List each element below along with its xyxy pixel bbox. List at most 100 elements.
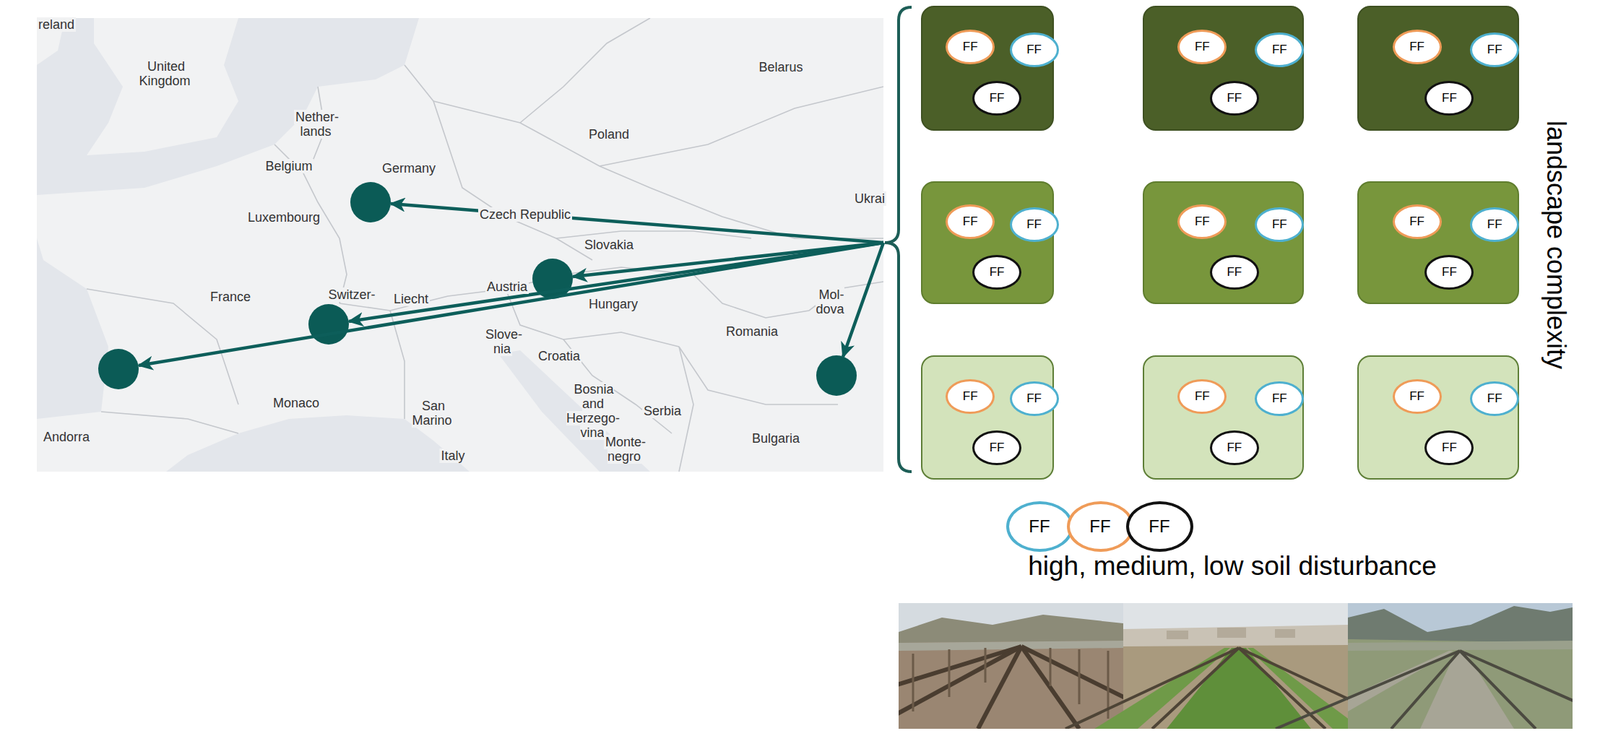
country-label: Poland (587, 127, 631, 142)
field-circle: FF (972, 80, 1022, 116)
country-name: Belgium (263, 158, 314, 174)
country-name: Italy (439, 448, 466, 464)
ff-label: FF (962, 214, 979, 229)
field-circle: FF (1392, 379, 1442, 414)
country-label: Bosnia and Herzego- vina (559, 382, 627, 440)
country-label: Liecht (392, 291, 430, 307)
field-circle: FF (972, 254, 1022, 290)
ff-label: FF (1026, 42, 1042, 58)
country-name: Monaco (271, 395, 321, 411)
field-circle: FF (945, 204, 995, 240)
country-label: Romania (724, 324, 780, 339)
country-name: Serbia (642, 403, 683, 419)
legend-circle: FF (1126, 501, 1194, 552)
axis-text: landscape complexity (1541, 120, 1572, 370)
ff-label: FF (1272, 217, 1288, 232)
ff-label: FF (1441, 265, 1457, 280)
country-label: Bulgaria (750, 431, 802, 446)
ff-label: FF (1089, 516, 1111, 537)
legend-circle: FF (1066, 501, 1135, 552)
landscape-box: FF FF FF (920, 181, 1054, 305)
country-label: Serbia (642, 403, 683, 419)
country-label: Belgium (263, 158, 314, 174)
country-label: Monaco (271, 395, 321, 411)
country-label: reland (36, 17, 76, 32)
country-label: Belarus (757, 59, 804, 75)
country-name: Slovakia (582, 237, 635, 253)
country-label: Nether- lands (292, 109, 341, 139)
field-circle: FF (1209, 254, 1260, 290)
ff-label: FF (1441, 440, 1457, 456)
country-name: Luxembourg (246, 210, 322, 225)
country-label: United Kingdom (132, 59, 198, 89)
ff-label: FF (1194, 214, 1210, 229)
ff-label: FF (1026, 391, 1042, 406)
ff-label: FF (962, 39, 979, 55)
country-label: Czech Republic (478, 207, 573, 222)
country-label: Croatia (536, 348, 582, 364)
landscape-box: FF FF FF (1357, 181, 1520, 305)
field-circle: FF (1254, 32, 1304, 68)
vineyard-photos (898, 603, 1573, 729)
country-label: Mol- dova (814, 287, 847, 317)
country-name: United Kingdom (138, 59, 192, 89)
landscape-box: FF FF FF (1142, 355, 1304, 480)
ff-label: FF (1194, 389, 1210, 404)
field-circle: FF (1254, 381, 1304, 417)
field-circle: FF (945, 29, 995, 65)
field-circle: FF (1469, 207, 1520, 242)
country-name: Germany (380, 161, 438, 176)
country-name: Austria (485, 279, 529, 294)
country-name: Andorra (41, 429, 92, 445)
field-circle: FF (1392, 204, 1442, 240)
ff-label: FF (1226, 265, 1242, 280)
country-label: Austria (485, 279, 529, 294)
ff-label: FF (1194, 39, 1210, 55)
country-label: Ukrai (853, 191, 887, 206)
field-circle: FF (945, 379, 995, 414)
country-name: Liecht (392, 291, 430, 307)
country-label: Slovakia (582, 237, 635, 253)
ff-label: FF (989, 91, 1005, 106)
country-label: France (208, 289, 253, 305)
country-name: Mol- dova (815, 287, 846, 317)
ff-label: FF (1272, 42, 1288, 58)
country-label: Luxembourg (246, 210, 322, 225)
axis-label: landscape complexity (1540, 120, 1572, 370)
country-name: Ukrai (853, 191, 887, 206)
country-name: Bosnia and Herzego- vina (566, 382, 620, 440)
field-circle: FF (1177, 29, 1227, 65)
ff-label: FF (1026, 217, 1042, 232)
legend-caption: high, medium, low soil disturbance (1027, 551, 1437, 582)
ff-label: FF (1409, 389, 1425, 404)
country-name: France (208, 289, 253, 305)
ff-label: FF (1226, 440, 1242, 456)
country-label: Switzer- (326, 287, 377, 302)
country-name: Romania (724, 324, 780, 339)
ff-label: FF (1487, 391, 1503, 406)
ff-label: FF (1148, 516, 1170, 537)
field-circle: FF (1424, 80, 1474, 116)
country-label: Andorra (41, 429, 92, 445)
field-circle: FF (1209, 80, 1260, 116)
caption-text: high, medium, low soil disturbance (1027, 551, 1437, 581)
ff-label: FF (962, 389, 979, 404)
ff-label: FF (1441, 91, 1457, 106)
landscape-box: FF FF FF (1357, 355, 1520, 480)
ff-label: FF (1028, 516, 1050, 537)
field-circle: FF (1177, 204, 1227, 240)
legend-circle: FF (1006, 501, 1074, 552)
country-name: Hungary (587, 296, 640, 312)
ff-label: FF (1487, 217, 1503, 232)
field-circle: FF (1009, 32, 1059, 68)
field-circle: FF (1392, 29, 1442, 65)
ff-label: FF (1409, 214, 1425, 229)
country-label: Hungary (587, 296, 640, 312)
country-name: reland (36, 17, 76, 32)
country-label: Monte- negro (602, 434, 648, 464)
country-label: Slove- nia (483, 327, 522, 357)
ff-label: FF (1272, 391, 1288, 406)
ff-label: FF (1226, 91, 1242, 106)
landscape-box: FFFFFF (1357, 5, 1520, 131)
country-label: Italy (439, 448, 466, 464)
